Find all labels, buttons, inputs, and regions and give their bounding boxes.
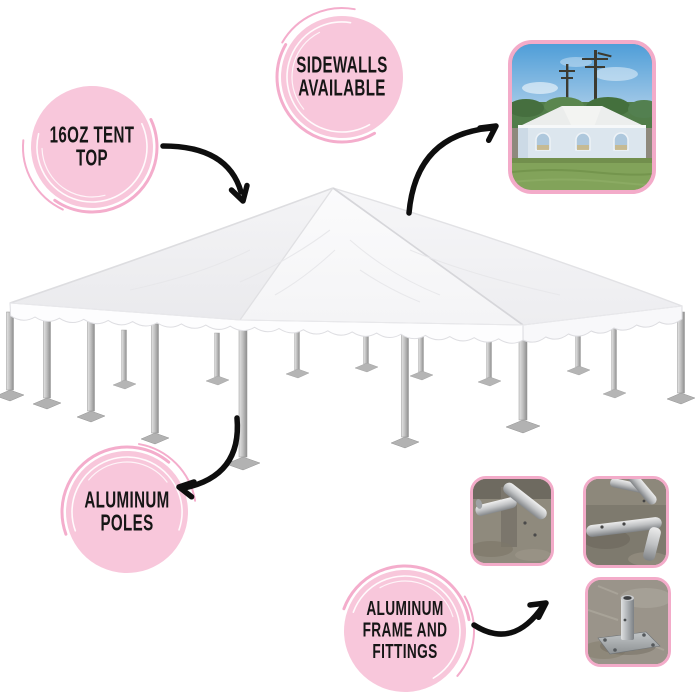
tent-pole — [285, 329, 310, 379]
tent-pole — [205, 332, 230, 386]
badge-sidewalls: SIDEWALLS AVAILABLE — [267, 2, 417, 152]
tent-pole — [32, 315, 62, 410]
fitting-photo-2 — [583, 476, 669, 568]
photo-utility-poles — [559, 50, 612, 108]
photo-grass — [512, 158, 652, 190]
tent-canopy-front-face — [240, 188, 523, 325]
tent-pole-arrow-target — [225, 327, 261, 471]
photo-tent — [518, 106, 646, 160]
tent-canopy-left-face — [10, 188, 333, 320]
tent-valance-front — [9, 302, 524, 344]
tent-back-poles — [112, 319, 627, 399]
fitting-photo-1 — [470, 476, 554, 566]
badge-tent-top-label: 16OZ TENT TOP — [49, 123, 135, 171]
tent-pole — [602, 321, 627, 399]
badge-aluminum-poles: ALUMINUM POLES — [52, 437, 202, 587]
tent-fabric-wrinkles — [129, 229, 561, 303]
tent-pole — [0, 311, 25, 402]
sidewalls-photo — [508, 40, 656, 194]
tent-pole — [112, 329, 137, 390]
badge-frame-fittings: ALUMINUM FRAME AND FITTINGS — [330, 556, 480, 700]
aluminum-tube — [475, 482, 547, 537]
badge-aluminum-poles-label: ALUMINUM POLES — [84, 488, 170, 536]
fitting-photo-3 — [585, 577, 671, 667]
tent-pole — [390, 325, 420, 449]
badge-frame-fittings-label: ALUMINUM FRAME AND FITTINGS — [362, 597, 448, 664]
aluminum-base-plate — [597, 595, 661, 655]
badge-tent-top: 16OZ TENT TOP — [17, 72, 167, 222]
badge-brush-circle — [335, 561, 475, 700]
tent-pole — [354, 330, 379, 373]
tent-pole — [140, 323, 170, 445]
tent-valance-right — [522, 305, 683, 343]
tent-pole — [76, 319, 106, 423]
tent-pole — [666, 311, 696, 405]
badge-sidewalls-label: SIDEWALLS AVAILABLE — [296, 53, 388, 101]
aluminum-frame-corner — [586, 479, 662, 561]
tent-pole — [409, 331, 434, 381]
badge-brush-circle — [272, 6, 412, 147]
tent-canopy-right-face — [333, 188, 682, 325]
tent-pole — [505, 327, 541, 434]
badge-brush-circle — [22, 77, 162, 217]
tent-canopy — [9, 187, 683, 344]
